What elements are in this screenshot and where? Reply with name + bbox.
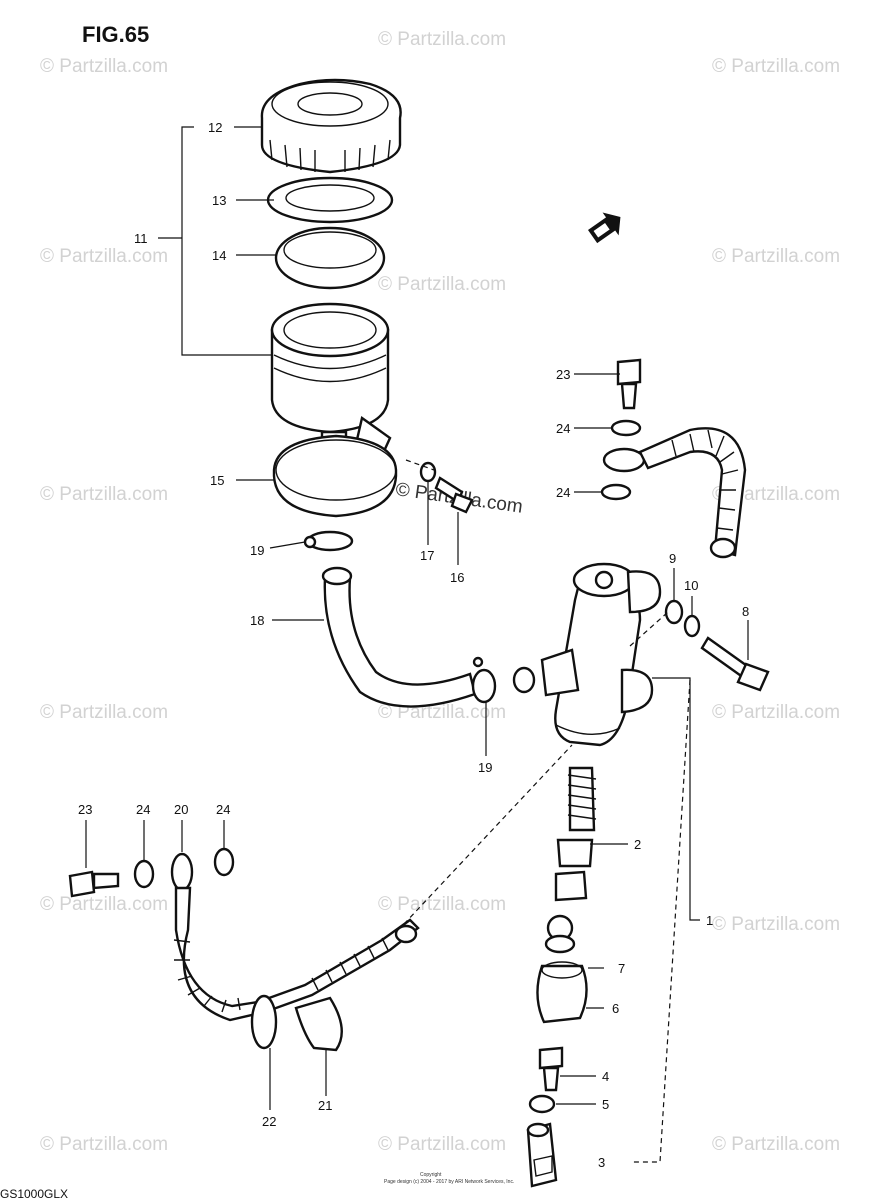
- callout-22: 22: [262, 1114, 276, 1129]
- reservoir-cap: [260, 78, 402, 174]
- callout-12: 12: [208, 120, 222, 135]
- washer-24-left: [133, 859, 155, 889]
- callout-19-upper: 19: [250, 543, 264, 558]
- callout-labels: 12 13 14 11 15 17 16 19 18 19 23 24 24 9…: [78, 120, 749, 1170]
- piston-assembly: [554, 838, 594, 902]
- washer-24-lower: [600, 483, 632, 501]
- bolt-16: [434, 476, 474, 514]
- callout-23-upper: 23: [556, 367, 570, 382]
- watermark: © Partzilla.com: [378, 1134, 506, 1155]
- hose-clamp-upper: [303, 530, 354, 552]
- callout-18: 18: [250, 613, 264, 628]
- watermark: © Partzilla.com: [378, 894, 506, 915]
- watermark: © Partzilla.com: [712, 56, 840, 77]
- bolt-23-lower: [68, 870, 120, 898]
- bolt-23-upper: [616, 358, 642, 410]
- diaphragm: [274, 226, 386, 290]
- callout-1: 1: [706, 913, 713, 928]
- callout-23-lower: 23: [78, 802, 92, 817]
- callout-6: 6: [612, 1001, 619, 1016]
- cap-plate: [266, 176, 394, 224]
- piston-spring: [567, 766, 597, 832]
- washer-10: [683, 614, 701, 638]
- callout-24-lower-left: 24: [136, 802, 150, 817]
- callout-24-lower-right: 24: [216, 802, 230, 817]
- watermark: © Partzilla.com: [712, 702, 840, 723]
- hose-clamp-21: [294, 996, 343, 1052]
- watermark: © Partzilla.com: [40, 246, 168, 267]
- callout-9: 9: [669, 551, 676, 566]
- watermark: © Partzilla.com: [40, 56, 168, 77]
- model-code: GS1000GLX: [0, 1187, 68, 1200]
- hose-clamp-lower: [471, 656, 497, 704]
- reservoir-tank: [270, 302, 392, 462]
- callout-20: 20: [174, 802, 188, 817]
- front-direction-arrow-icon: [588, 212, 621, 244]
- callout-24-middle: 24: [556, 485, 570, 500]
- watermark: © Partzilla.com: [40, 484, 168, 505]
- callout-14: 14: [212, 248, 226, 263]
- watermark: © Partzilla.com: [40, 1134, 168, 1155]
- brake-hose-upper: [602, 427, 747, 559]
- union-bolt-8: [700, 636, 770, 692]
- reservoir-band: [272, 434, 398, 518]
- watermark: © Partzilla.com: [378, 29, 506, 50]
- master-cylinder-body: [512, 562, 662, 747]
- callout-4: 4: [602, 1069, 609, 1084]
- callout-19-lower: 19: [478, 760, 492, 775]
- callout-7: 7: [618, 961, 625, 976]
- copyright-line-2: Page design (c) 2004 - 2017 by ARI Netwo…: [384, 1179, 514, 1185]
- watermark: © Partzilla.com: [712, 484, 840, 505]
- washer-9: [664, 599, 684, 625]
- pushrod-boot: [536, 914, 588, 1024]
- callout-5: 5: [602, 1097, 609, 1112]
- callout-2: 2: [634, 837, 641, 852]
- copyright-line-1: Copyright: [420, 1172, 442, 1178]
- reservoir-hose: [321, 566, 477, 708]
- watermark: © Partzilla.com: [712, 914, 840, 935]
- washer-24-right: [213, 847, 235, 877]
- watermark: © Partzilla.com: [40, 894, 168, 915]
- watermark-layer: © Partzilla.com © Partzilla.com © Partzi…: [40, 29, 840, 1155]
- watermark: © Partzilla.com: [378, 274, 506, 295]
- lock-nut: [528, 1046, 564, 1114]
- clevis: [526, 1122, 558, 1188]
- washer-24-upper: [610, 419, 642, 437]
- callout-17: 17: [420, 548, 434, 563]
- callout-10: 10: [684, 578, 698, 593]
- callout-16: 16: [450, 570, 464, 585]
- callout-3: 3: [598, 1155, 605, 1170]
- figure-title: FIG.65: [82, 22, 149, 47]
- watermark: © Partzilla.com: [712, 1134, 840, 1155]
- callout-8: 8: [742, 604, 749, 619]
- watermark: © Partzilla.com: [40, 702, 168, 723]
- leader-lines: [85, 126, 749, 1163]
- watermark: © Partzilla.com: [712, 246, 840, 267]
- callout-21: 21: [318, 1098, 332, 1113]
- brake-hose-lower: [170, 852, 420, 1050]
- callout-15: 15: [210, 473, 224, 488]
- callout-11: 11: [134, 231, 148, 246]
- callout-13: 13: [212, 193, 226, 208]
- washer-17: [419, 461, 437, 483]
- callout-24-upper: 24: [556, 421, 570, 436]
